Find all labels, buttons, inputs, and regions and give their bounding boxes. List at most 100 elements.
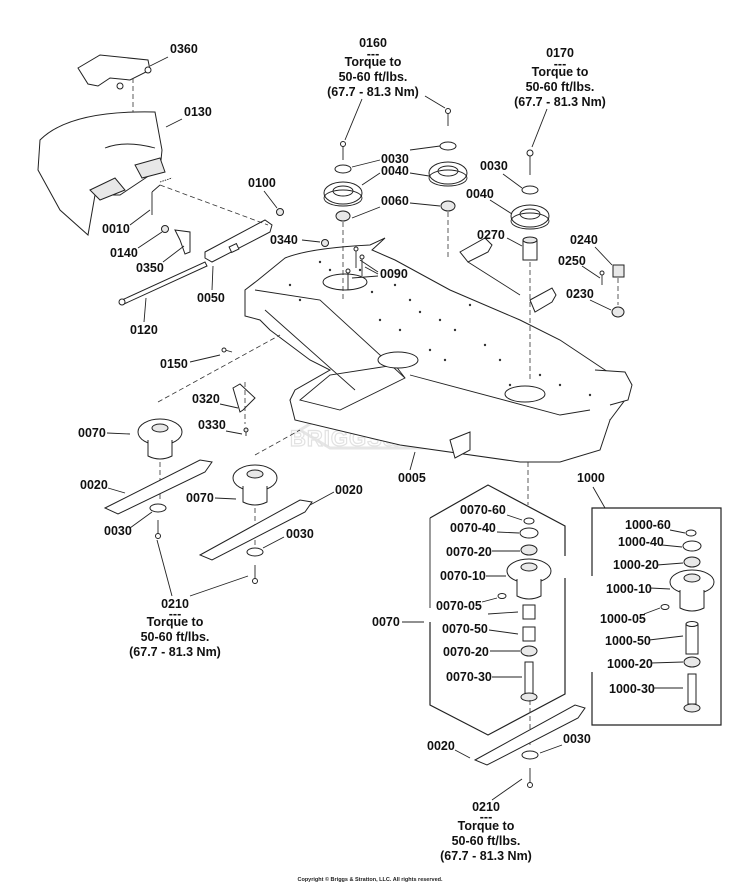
washer-0030-blade-left[interactable] xyxy=(149,503,167,513)
washer-0030-blade-center[interactable] xyxy=(246,547,264,557)
callout-1000-20-top[interactable]: 1000-20 xyxy=(613,558,659,572)
callout-1000-30[interactable]: 1000-30 xyxy=(609,682,655,696)
callout-0090[interactable]: 0090 xyxy=(380,267,408,281)
callout-0070-05[interactable]: 0070-05 xyxy=(436,599,482,613)
callout-0070-center[interactable]: 0070 xyxy=(186,491,214,505)
callout-0350[interactable]: 0350 xyxy=(136,261,164,275)
callout-0030-left[interactable]: 0030 xyxy=(381,152,409,166)
callout-1000-60[interactable]: 1000-60 xyxy=(625,518,671,532)
callout-0070-40[interactable]: 0070-40 xyxy=(450,521,496,535)
callout-1000-50[interactable]: 1000-50 xyxy=(605,634,651,648)
callout-0270[interactable]: 0270 xyxy=(477,228,505,242)
bolts-0090[interactable] xyxy=(345,246,365,290)
part-1000-20-bottom[interactable] xyxy=(683,656,701,668)
bolt-0160-left[interactable] xyxy=(340,141,346,161)
part-0070-10[interactable] xyxy=(506,558,552,600)
bolt-0210-right[interactable] xyxy=(527,768,533,788)
callout-0020-right[interactable]: 0020 xyxy=(427,739,455,753)
callout-0070-50[interactable]: 0070-50 xyxy=(442,622,488,636)
bolt-0150[interactable] xyxy=(221,347,233,353)
part-1000-50[interactable] xyxy=(685,621,699,655)
callout-0070-60[interactable]: 0070-60 xyxy=(460,503,506,517)
callout-0040-right[interactable]: 0040 xyxy=(466,187,494,201)
screw-0330[interactable] xyxy=(243,427,249,436)
callout-1000-40[interactable]: 1000-40 xyxy=(618,535,664,549)
callout-0010[interactable]: 0010 xyxy=(102,222,130,236)
callout-0020-center[interactable]: 0020 xyxy=(335,483,363,497)
callout-0050[interactable]: 0050 xyxy=(197,291,225,305)
spacer-0270[interactable] xyxy=(522,236,538,261)
bolt-0210-left[interactable] xyxy=(155,520,161,539)
callout-0070-left[interactable]: 0070 xyxy=(78,426,106,440)
chute-deflector-bracket-0360[interactable] xyxy=(77,54,152,90)
callout-0330[interactable]: 0330 xyxy=(198,418,226,432)
callout-0150[interactable]: 0150 xyxy=(160,357,188,371)
pulley-0040-left[interactable] xyxy=(323,181,363,207)
pulley-0040-mid[interactable] xyxy=(428,161,468,187)
callout-1000-20-bottom[interactable]: 1000-20 xyxy=(607,657,653,671)
part-0070-20-top[interactable] xyxy=(520,544,538,556)
hinge-bracket-0050[interactable] xyxy=(204,219,273,263)
callout-1000[interactable]: 1000 xyxy=(577,471,605,485)
hinge-rod-0120[interactable] xyxy=(118,261,208,306)
part-0070-20-bottom[interactable] xyxy=(520,645,538,657)
washer-0030-right[interactable] xyxy=(521,185,539,195)
callout-0060[interactable]: 0060 xyxy=(381,194,409,208)
part-0070-30[interactable] xyxy=(520,661,538,702)
part-0070-50-a[interactable] xyxy=(522,604,536,620)
bearing-0060-left[interactable] xyxy=(335,210,351,222)
washer-0030-blade-right[interactable] xyxy=(521,750,539,760)
callout-0360[interactable]: 0360 xyxy=(170,42,198,56)
callout-0130[interactable]: 0130 xyxy=(184,105,212,119)
callout-0140[interactable]: 0140 xyxy=(110,246,138,260)
callout-0040-left[interactable]: 0040 xyxy=(381,164,409,178)
spindle-0070-center[interactable] xyxy=(232,464,278,506)
mower-deck-0005[interactable] xyxy=(244,237,633,463)
callout-0070-20-bottom[interactable]: 0070-20 xyxy=(443,645,489,659)
bolt-0210-center[interactable] xyxy=(252,565,258,584)
callout-0320[interactable]: 0320 xyxy=(192,392,220,406)
part-0070-60[interactable] xyxy=(523,517,535,525)
callout-0030-right[interactable]: 0030 xyxy=(480,159,508,173)
nut-0140[interactable] xyxy=(161,225,169,233)
callout-0120[interactable]: 0120 xyxy=(130,323,158,337)
callout-0020-left[interactable]: 0020 xyxy=(80,478,108,492)
callout-0005[interactable]: 0005 xyxy=(398,471,426,485)
bracket-0350[interactable] xyxy=(174,229,191,255)
callout-0030-blade-left[interactable]: 0030 xyxy=(104,524,132,538)
part-1000-05[interactable] xyxy=(660,604,670,610)
callout-0070-20-top[interactable]: 0070-20 xyxy=(446,545,492,559)
callout-0070-exploded[interactable]: 0070 xyxy=(372,615,400,629)
blade-0020-left[interactable] xyxy=(103,459,213,515)
washer-0030-left[interactable] xyxy=(334,164,352,174)
callout-0230[interactable]: 0230 xyxy=(566,287,594,301)
nut-0100[interactable] xyxy=(276,208,284,216)
callout-1000-05[interactable]: 1000-05 xyxy=(600,612,646,626)
bearing-0060-mid[interactable] xyxy=(440,200,456,212)
bolt-0170[interactable] xyxy=(526,149,534,175)
part-0070-50-b[interactable] xyxy=(522,626,536,642)
baffle-0320[interactable] xyxy=(232,383,256,413)
discharge-chute-0130[interactable] xyxy=(37,111,166,236)
fitting-0230[interactable] xyxy=(611,306,625,318)
spring-0010[interactable] xyxy=(151,177,173,215)
callout-0030-blade-right[interactable]: 0030 xyxy=(563,732,591,746)
part-0070-05[interactable] xyxy=(497,593,507,599)
callout-0100[interactable]: 0100 xyxy=(248,176,276,190)
callout-0250[interactable]: 0250 xyxy=(558,254,586,268)
callout-0340[interactable]: 0340 xyxy=(270,233,298,247)
pulley-0040-right[interactable] xyxy=(510,204,550,230)
callout-0030-blade-center[interactable]: 0030 xyxy=(286,527,314,541)
part-1000-10[interactable] xyxy=(669,569,715,612)
part-1000-20-top[interactable] xyxy=(683,556,701,568)
blade-0020-right[interactable] xyxy=(473,704,586,766)
screw-0250[interactable] xyxy=(599,270,605,285)
nut-0340[interactable] xyxy=(321,239,329,247)
spindle-0070-left[interactable] xyxy=(137,418,183,460)
bolt-0160-right[interactable] xyxy=(445,108,451,127)
part-0070-40[interactable] xyxy=(519,527,539,539)
callout-0240[interactable]: 0240 xyxy=(570,233,598,247)
washer-0030-mid[interactable] xyxy=(439,141,457,151)
callout-0070-30[interactable]: 0070-30 xyxy=(446,670,492,684)
part-1000-40[interactable] xyxy=(682,540,702,552)
